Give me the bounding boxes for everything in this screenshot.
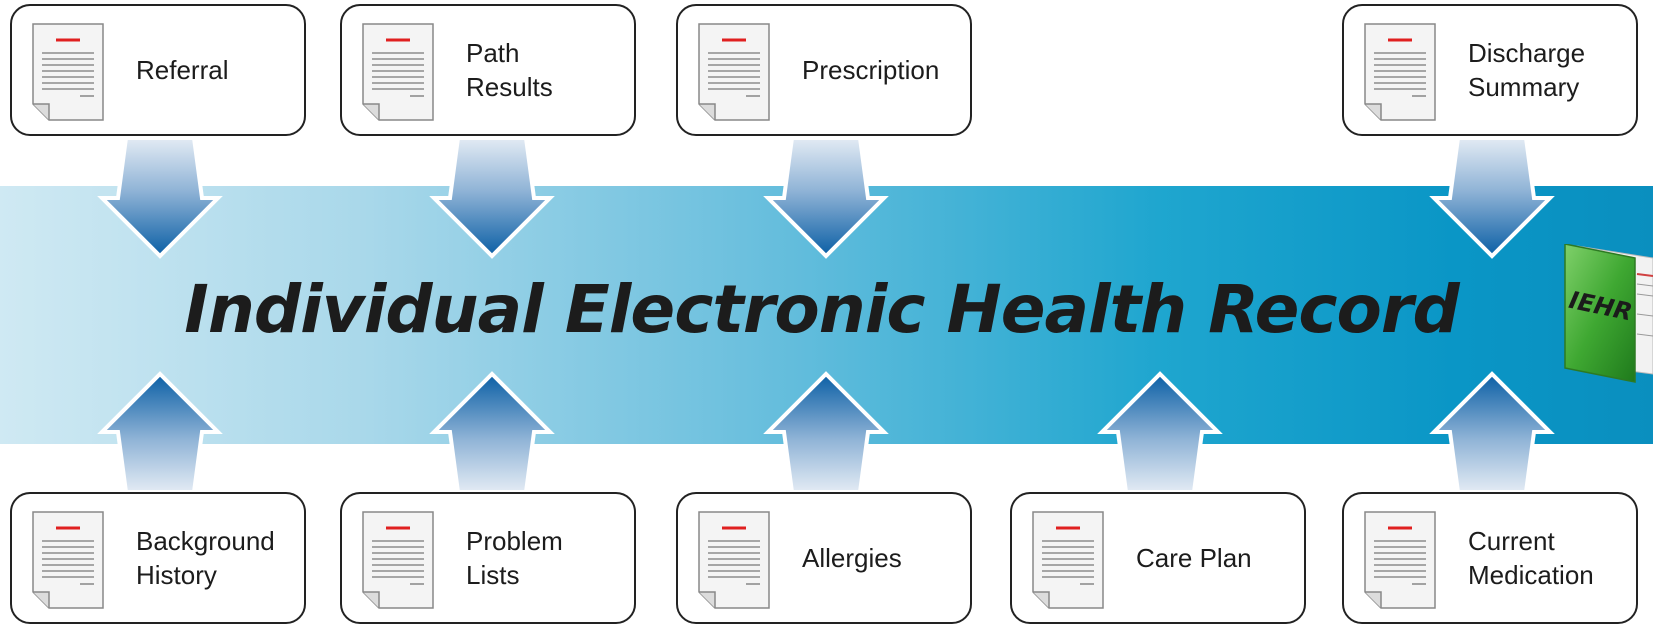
card-prescription: Prescription (676, 4, 972, 136)
arrow-up-problem-lists (429, 371, 555, 494)
main-title: Individual Electronic Health Record (0, 186, 1653, 444)
arrow-down-referral (97, 136, 223, 259)
iehr-book-icon: IEHR (1564, 244, 1653, 383)
card-referral: Referral (10, 4, 306, 136)
card-label: Problem Lists (466, 526, 563, 590)
card-care-plan: Care Plan (1010, 492, 1306, 624)
arrow-up-allergies (763, 371, 889, 494)
arrow-up-background-history (97, 371, 223, 494)
card-background-history: Background History (10, 492, 306, 624)
document-icon (1364, 23, 1436, 121)
card-problem-lists: Problem Lists (340, 492, 636, 624)
card-label: Allergies (802, 543, 902, 573)
card-label: Current Medication (1468, 526, 1594, 590)
card-label: Path Results (466, 38, 553, 102)
card-current-medication: Current Medication (1342, 492, 1638, 624)
arrow-up-care-plan (1097, 371, 1223, 494)
main-title-text: Individual Electronic Health Record (184, 270, 1459, 348)
card-label: Referral (136, 55, 229, 85)
card-discharge-summary: Discharge Summary (1342, 4, 1638, 136)
document-icon (1032, 511, 1104, 609)
arrow-down-prescription (763, 136, 889, 259)
document-icon (1364, 511, 1436, 609)
arrow-down-discharge-summary (1429, 136, 1555, 259)
card-label: Care Plan (1136, 543, 1252, 573)
document-icon (32, 511, 104, 609)
document-icon (32, 23, 104, 121)
document-icon (698, 511, 770, 609)
arrow-down-path-results (429, 136, 555, 259)
document-icon (362, 511, 434, 609)
card-label: Discharge Summary (1468, 38, 1586, 102)
card-allergies: Allergies (676, 492, 972, 624)
document-icon (698, 23, 770, 121)
document-icon (362, 23, 434, 121)
card-label: Prescription (802, 55, 940, 85)
card-label: Background History (136, 526, 275, 590)
card-path-results: Path Results (340, 4, 636, 136)
arrow-up-current-medication (1429, 371, 1555, 494)
